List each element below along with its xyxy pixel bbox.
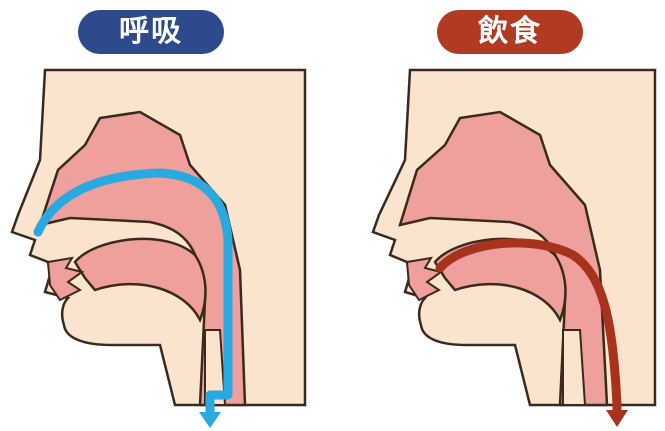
head-cross-section-breathing	[0, 0, 320, 431]
airflow-arrowhead	[199, 412, 221, 428]
breathing-panel: 呼吸	[0, 0, 320, 431]
eating-panel: 飲食	[345, 0, 665, 431]
head-skin	[12, 70, 305, 405]
throat-tissue	[563, 330, 585, 405]
head-cross-section-eating	[345, 0, 665, 431]
food-path-arrowhead	[606, 410, 628, 427]
